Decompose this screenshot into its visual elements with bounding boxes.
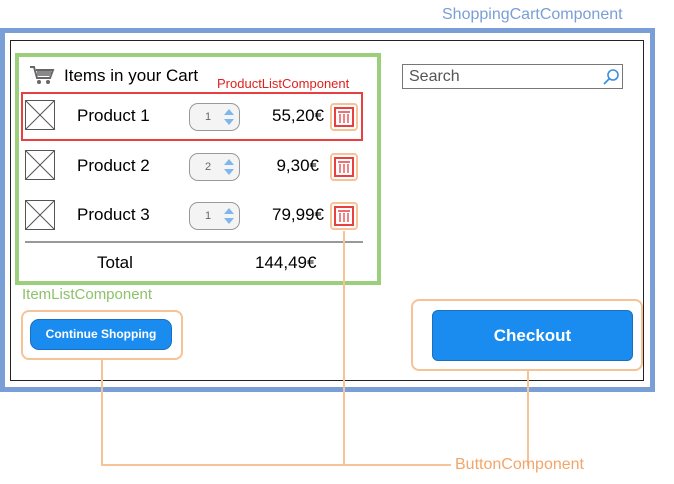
product-image-placeholder — [25, 150, 55, 180]
quantity-value: 2 — [205, 161, 212, 173]
quantity-stepper[interactable]: 1 — [189, 202, 240, 230]
total-value: 144,49€ — [255, 253, 317, 272]
search-placeholder: Search — [409, 68, 460, 85]
product-name: Product 1 — [77, 106, 150, 125]
delete-button[interactable] — [330, 153, 358, 181]
search-input[interactable]: Search — [402, 64, 623, 89]
shopping-cart-component-frame — [0, 28, 655, 392]
connector-line — [527, 371, 529, 466]
delete-button[interactable] — [330, 103, 358, 131]
product-list-component-frame — [21, 92, 363, 141]
stepper-arrows-icon[interactable] — [221, 106, 237, 128]
quantity-stepper[interactable]: 1 — [189, 103, 240, 131]
button-component-label: ButtonComponent — [455, 456, 584, 473]
trash-icon[interactable] — [334, 107, 354, 127]
total-label: Total — [97, 253, 133, 272]
shopping-cart-icon — [30, 66, 55, 84]
quantity-value: 1 — [205, 210, 212, 222]
quantity-value: 1 — [205, 111, 212, 123]
product-name: Product 3 — [77, 205, 150, 224]
button-component-frame — [21, 310, 183, 360]
item-list-component-label: ItemListComponent — [22, 286, 153, 303]
connector-line — [101, 360, 103, 466]
product-price: 9,30€ — [276, 156, 319, 175]
stepper-arrows-icon[interactable] — [221, 205, 237, 227]
stepper-arrows-icon[interactable] — [221, 156, 237, 178]
product-name: Product 2 — [77, 156, 150, 175]
trash-icon[interactable] — [334, 206, 354, 226]
product-image-placeholder — [25, 100, 55, 130]
trash-icon[interactable] — [334, 157, 354, 177]
connector-line — [101, 464, 451, 466]
search-icon[interactable] — [602, 68, 620, 86]
product-price: 55,20€ — [272, 106, 324, 125]
continue-shopping-button[interactable]: Continue Shopping — [30, 319, 172, 350]
delete-button[interactable] — [330, 202, 358, 230]
quantity-stepper[interactable]: 2 — [189, 153, 240, 181]
product-list-component-label: ProductListComponent — [217, 76, 350, 91]
shopping-cart-component-label: ShoppingCartComponent — [442, 6, 623, 23]
product-image-placeholder — [25, 200, 55, 230]
connector-line — [343, 231, 345, 466]
checkout-button[interactable]: Checkout — [432, 310, 633, 361]
item-list-component-frame — [15, 53, 381, 285]
cart-title: Items in your Cart — [64, 66, 199, 85]
button-component-frame — [411, 299, 643, 371]
total-divider — [25, 241, 363, 243]
product-price: 79,99€ — [272, 205, 324, 224]
